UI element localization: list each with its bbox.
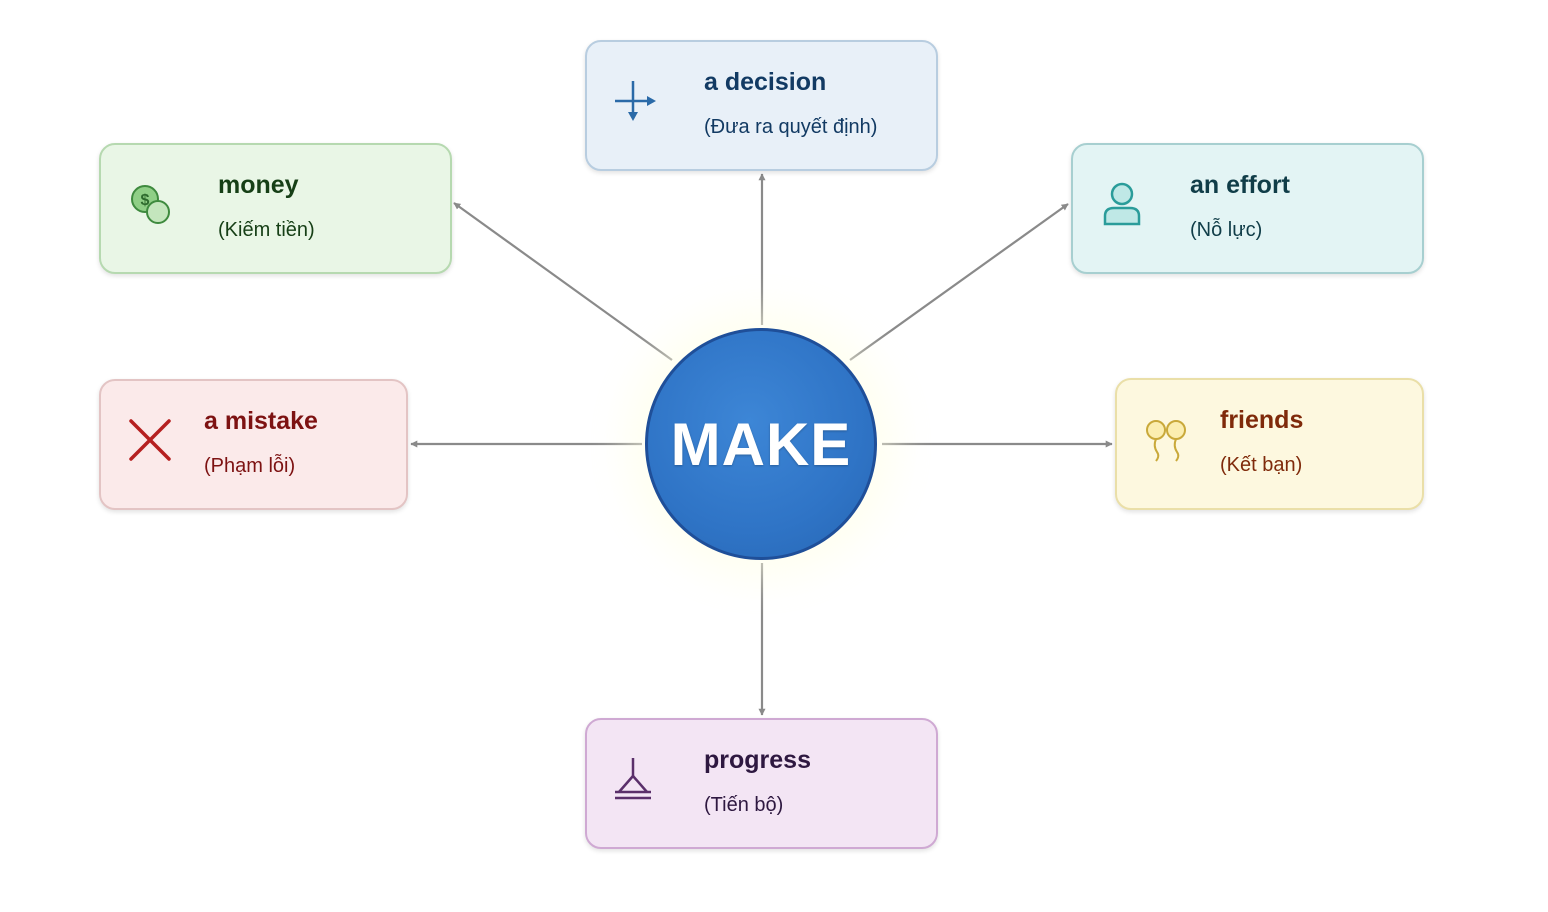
node-term: a decision [704, 68, 827, 96]
node-term: money [218, 171, 299, 199]
crossroads-icon [611, 76, 661, 126]
node-term: a mistake [204, 407, 318, 435]
node-meaning: (Phạm lỗi) [204, 455, 296, 477]
progress-icon [611, 754, 661, 804]
person-icon [1097, 179, 1147, 229]
cross-mark-icon [125, 415, 175, 465]
node-decision: a decision (Đưa ra quyết định) [585, 40, 938, 171]
node-meaning: (Tiến bộ) [704, 794, 784, 816]
node-friends: friends (Kết bạn) [1115, 378, 1424, 510]
node-meaning: (Nỗ lực) [1190, 219, 1263, 241]
balloons-icon [1141, 414, 1191, 464]
center-label: MAKE [670, 410, 852, 478]
node-term: progress [704, 746, 811, 774]
svg-text:$: $ [141, 192, 150, 209]
node-term: an effort [1190, 171, 1290, 199]
node-effort: an effort (Nỗ lực) [1071, 143, 1424, 274]
node-money: $ money (Kiếm tiền) [99, 143, 452, 274]
node-progress: progress (Tiến bộ) [585, 718, 938, 849]
node-meaning: (Đưa ra quyết định) [704, 116, 878, 138]
node-mistake: a mistake (Phạm lỗi) [99, 379, 408, 510]
node-term: friends [1220, 406, 1304, 434]
node-meaning: (Kiếm tiền) [218, 219, 315, 241]
coins-icon: $ [125, 179, 175, 229]
center-node: MAKE [645, 328, 877, 560]
arrow-money [453, 202, 673, 361]
arrow-effort [849, 203, 1069, 361]
node-meaning: (Kết bạn) [1220, 454, 1303, 476]
